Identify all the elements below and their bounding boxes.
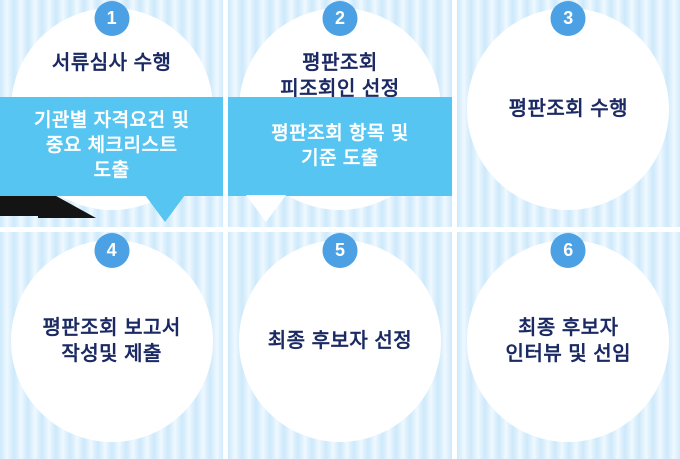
step-cell-6: 최종 후보자 인터뷰 및 선임 6 — [456, 232, 680, 459]
step-1-number: 1 — [106, 8, 117, 28]
step-5-number: 5 — [334, 240, 345, 260]
step-4-number-badge: 4 — [94, 233, 130, 268]
step-1-callout-text: 기관별 자격요건 및 중요 체크리스트 도출 — [33, 110, 190, 181]
step-5-title: 최종 후보자 선정 — [267, 330, 413, 352]
step-cell-3: 평판조회 수행 3 — [456, 0, 680, 227]
step-1-callout-box: 기관별 자격요건 및 중요 체크리스트 도출 — [0, 97, 224, 196]
step-6-number: 6 — [563, 240, 574, 260]
step-5-circle: 최종 후보자 선정 — [238, 240, 441, 442]
step-6-number-badge: 6 — [550, 233, 586, 268]
step-3-number: 3 — [563, 8, 574, 28]
step-4-number: 4 — [106, 240, 117, 260]
callout-tail-icon — [145, 195, 185, 222]
step-cell-5: 최종 후보자 선정 5 — [228, 232, 452, 459]
step-cell-2: 평판조회 피조회인 선정 2 평판조회 항목 및 기준 도출 — [228, 0, 452, 227]
step-2-title: 평판조회 피조회인 선정 — [280, 52, 400, 100]
step-2-number: 2 — [334, 8, 345, 28]
step-2-number-badge: 2 — [322, 1, 358, 36]
step-cell-4: 평판조회 보고서 작성및 제출 4 — [0, 232, 224, 459]
step-cell-1: 서류심사 수행 1 기관별 자격요건 및 중요 체크리스트 도출 — [0, 0, 224, 227]
step-1-number-badge: 1 — [94, 1, 130, 36]
step-6-title: 최종 후보자 인터뷰 및 선임 — [505, 317, 632, 365]
step-4-title: 평판조회 보고서 작성및 제출 — [42, 317, 181, 365]
step-3-title: 평판조회 수행 — [508, 98, 629, 120]
step-1-title: 서류심사 수행 — [51, 52, 172, 74]
step-5-number-badge: 5 — [322, 233, 358, 268]
step-3-number-badge: 3 — [550, 1, 586, 36]
step-2-callout-box: 평판조회 항목 및 기준 도출 — [228, 97, 452, 196]
step-2-callout-text: 평판조회 항목 및 기준 도출 — [271, 122, 409, 169]
callout-tail-icon — [246, 195, 287, 222]
step-3-circle: 평판조회 수행 — [467, 8, 670, 210]
step-6-circle: 최종 후보자 인터뷰 및 선임 — [467, 240, 670, 442]
step-4-circle: 평판조회 보고서 작성및 제출 — [10, 240, 213, 442]
